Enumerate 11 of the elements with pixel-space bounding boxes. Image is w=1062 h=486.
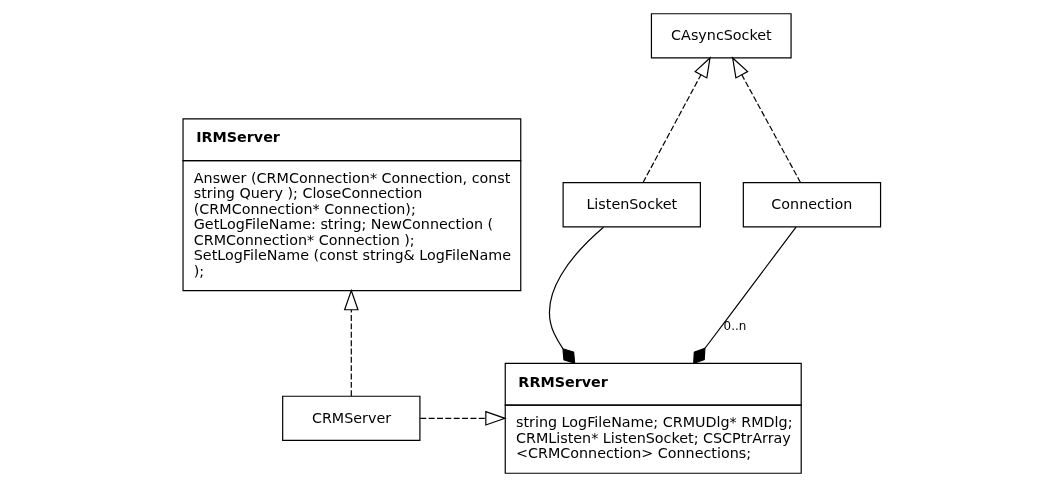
arrow [343,288,359,397]
node-box: Connection [742,181,881,227]
node-box: CRMServer [281,395,420,441]
arrow [642,55,711,183]
edge-label: 0..n [723,318,746,333]
connector [548,226,604,364]
node-box: CAsyncSocket [650,12,792,59]
connector [692,226,797,364]
arrow [419,410,507,426]
arrow [731,55,801,183]
node-box: ListenSocket [562,181,701,227]
